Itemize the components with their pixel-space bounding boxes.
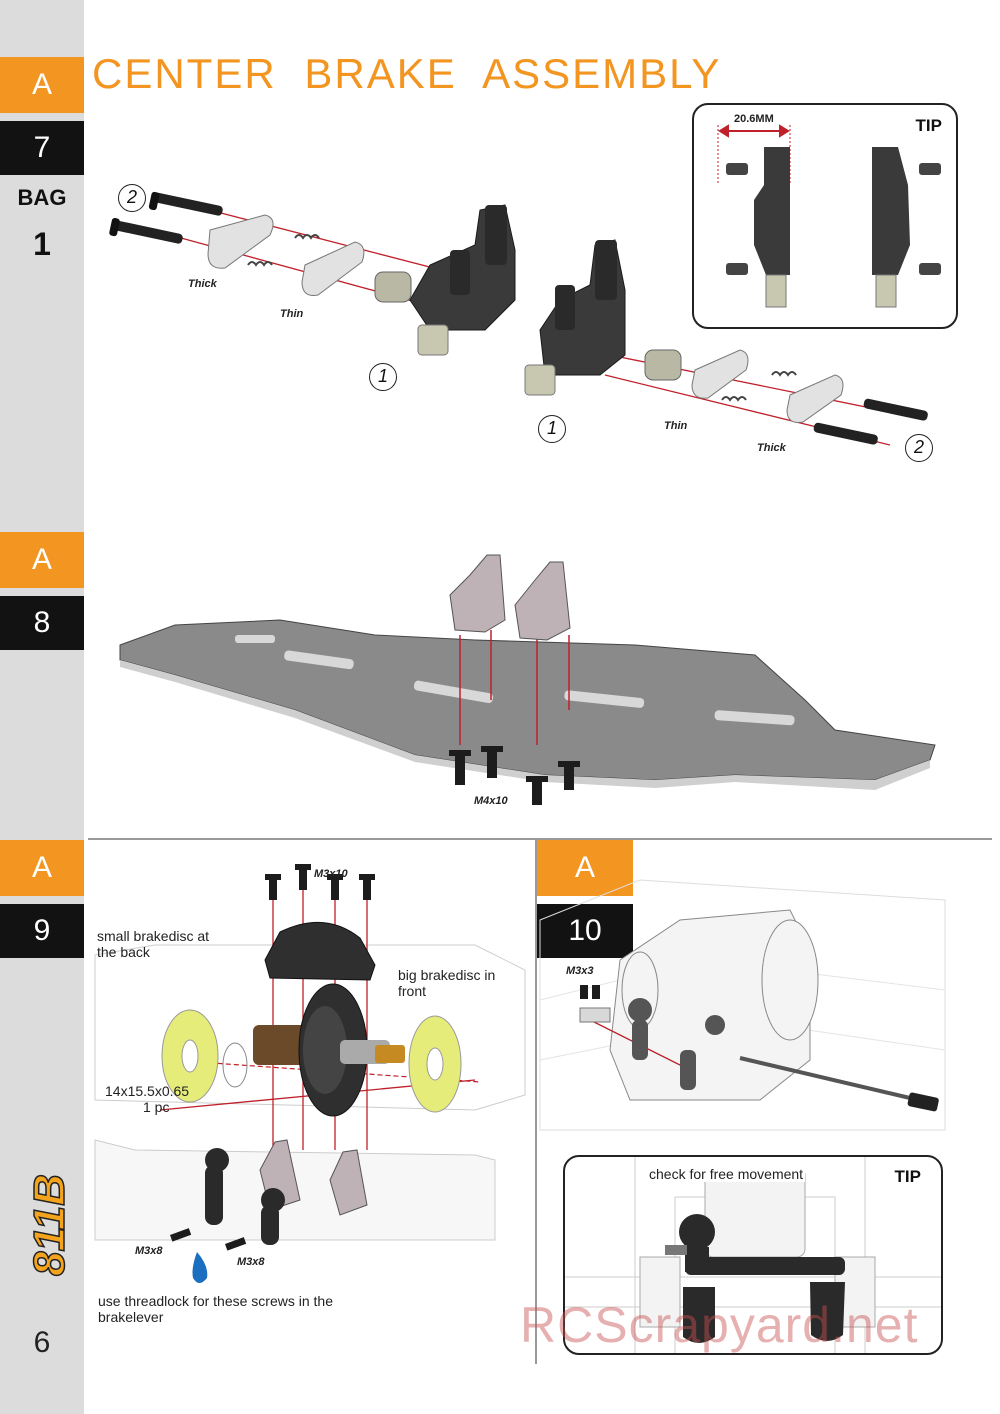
small-disc-note: small brakedisc at the back — [97, 928, 210, 960]
label-thick-left: Thick — [188, 278, 217, 290]
watermark: RCScrapyard.net — [520, 1297, 919, 1353]
shim-qty: 1 pc — [143, 1099, 170, 1115]
label-thin-left: Thin — [280, 308, 304, 320]
step-9-section-tab: A — [0, 840, 84, 896]
callout-1-right: 1 — [538, 415, 566, 443]
section-divider-horizontal — [88, 838, 992, 840]
label-m3x3: M3x3 — [566, 965, 594, 977]
callout-2-right: 2 — [905, 434, 933, 462]
bag-number: 1 — [33, 226, 51, 262]
differential — [253, 983, 405, 1117]
right-pins — [813, 398, 928, 445]
measure-label: 20.6MM — [734, 113, 774, 125]
step-10-number-tab: 10 — [537, 904, 633, 958]
label-m4x10: M4x10 — [474, 795, 508, 807]
tip-carrier-diagram — [717, 124, 941, 308]
label-m3x8-left: M3x8 — [135, 1245, 163, 1257]
step-8-section-tab: A — [0, 532, 84, 588]
step-10-tip-label: TIP — [894, 1167, 921, 1186]
callout-1-left: 1 — [369, 363, 397, 391]
m4-screws — [449, 746, 580, 805]
label-m3x8-right: M3x8 — [237, 1256, 265, 1268]
diff-cover — [264, 921, 376, 981]
threadlock-note: use threadlock for these screws in the b… — [98, 1293, 334, 1325]
label-m3x10: M3x10 — [314, 868, 348, 880]
sidebar — [0, 0, 84, 1414]
step-7-section-tab: A — [0, 57, 84, 113]
step-7-exploded-diagram — [109, 191, 928, 446]
page-number: 6 — [33, 1326, 51, 1359]
threadlock-drop-icon — [192, 1252, 208, 1283]
tip-lever-diagram — [565, 1157, 941, 1353]
step-7-tip-box: TIP 20.6MM — [692, 103, 958, 329]
label-thick-right: Thick — [757, 442, 786, 454]
step-9-differential-diagram — [94, 864, 526, 1283]
bag-label: BAG — [17, 185, 67, 210]
811b-logo: 811B — [24, 1173, 75, 1276]
step-10-assembly-diagram — [539, 879, 946, 1131]
step-10-tip-box: TIP check for free movement — [563, 1155, 943, 1355]
label-thin-right: Thin — [664, 420, 688, 432]
brake-carriers — [449, 554, 571, 641]
big-brakedisc — [408, 1015, 462, 1113]
left-pins — [109, 191, 223, 244]
section-divider-vertical — [535, 840, 537, 1364]
step-7-tip-label: TIP — [915, 116, 942, 135]
shim-size: 14x15.5x0.65 — [105, 1083, 190, 1099]
step-8-chassis-diagram — [119, 554, 936, 805]
step-9-number-tab: 9 — [0, 904, 84, 958]
callout-2-left: 2 — [118, 184, 146, 212]
small-brakedisc — [161, 1009, 219, 1103]
page-title: CENTER BRAKE ASSEMBLY — [92, 50, 722, 97]
tip-free-movement-note: check for free movement — [647, 1166, 806, 1182]
shim — [222, 1042, 248, 1088]
big-disc-note: big brakedisc in front — [398, 967, 496, 999]
step-7-number-tab: 7 — [0, 121, 84, 175]
left-brake-carrier — [409, 204, 516, 356]
right-brake-carrier — [524, 239, 626, 396]
step-10-section-tab: A — [537, 840, 633, 896]
logo-text: 811B — [25, 1174, 74, 1276]
step-8-number-tab: 8 — [0, 596, 84, 650]
